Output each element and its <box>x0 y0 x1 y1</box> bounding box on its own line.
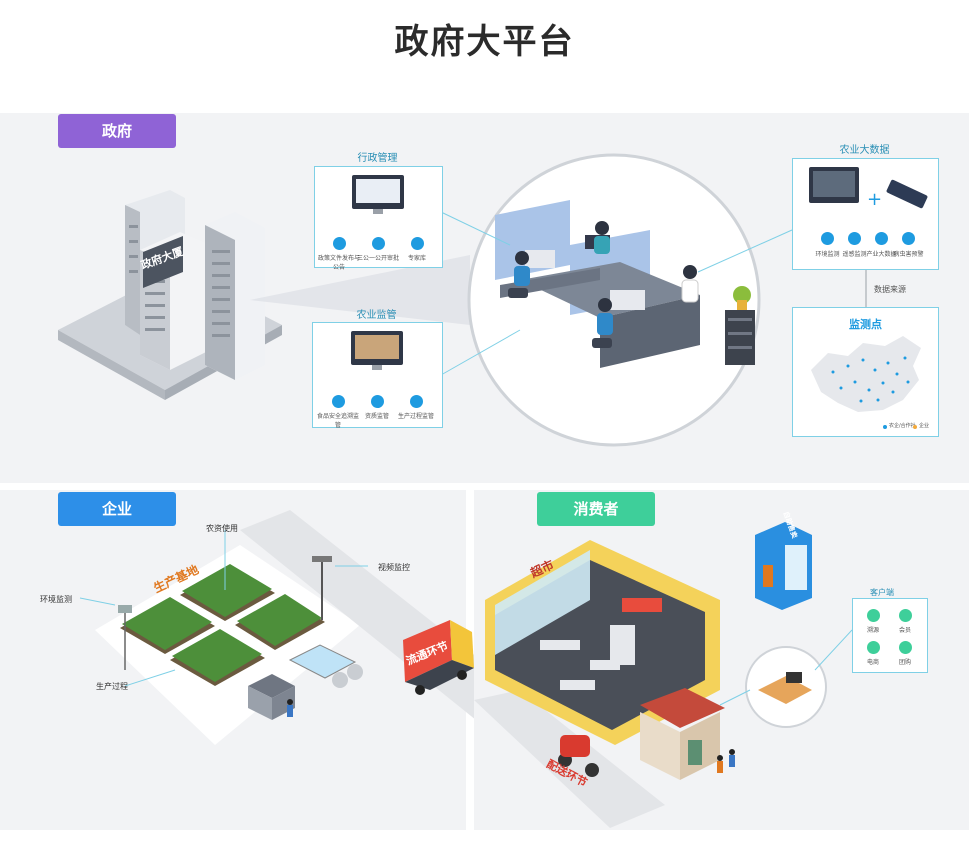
group-buy-icon <box>899 641 912 654</box>
client-item-4: 团购 <box>882 657 928 666</box>
client-label: 客户端 <box>870 587 894 598</box>
client-item-2: 会员 <box>882 625 928 634</box>
member-icon <box>899 609 912 622</box>
client-box: 溯源 会员 电商 团购 <box>852 598 928 673</box>
ecommerce-icon <box>867 641 880 654</box>
trace-icon <box>867 609 880 622</box>
